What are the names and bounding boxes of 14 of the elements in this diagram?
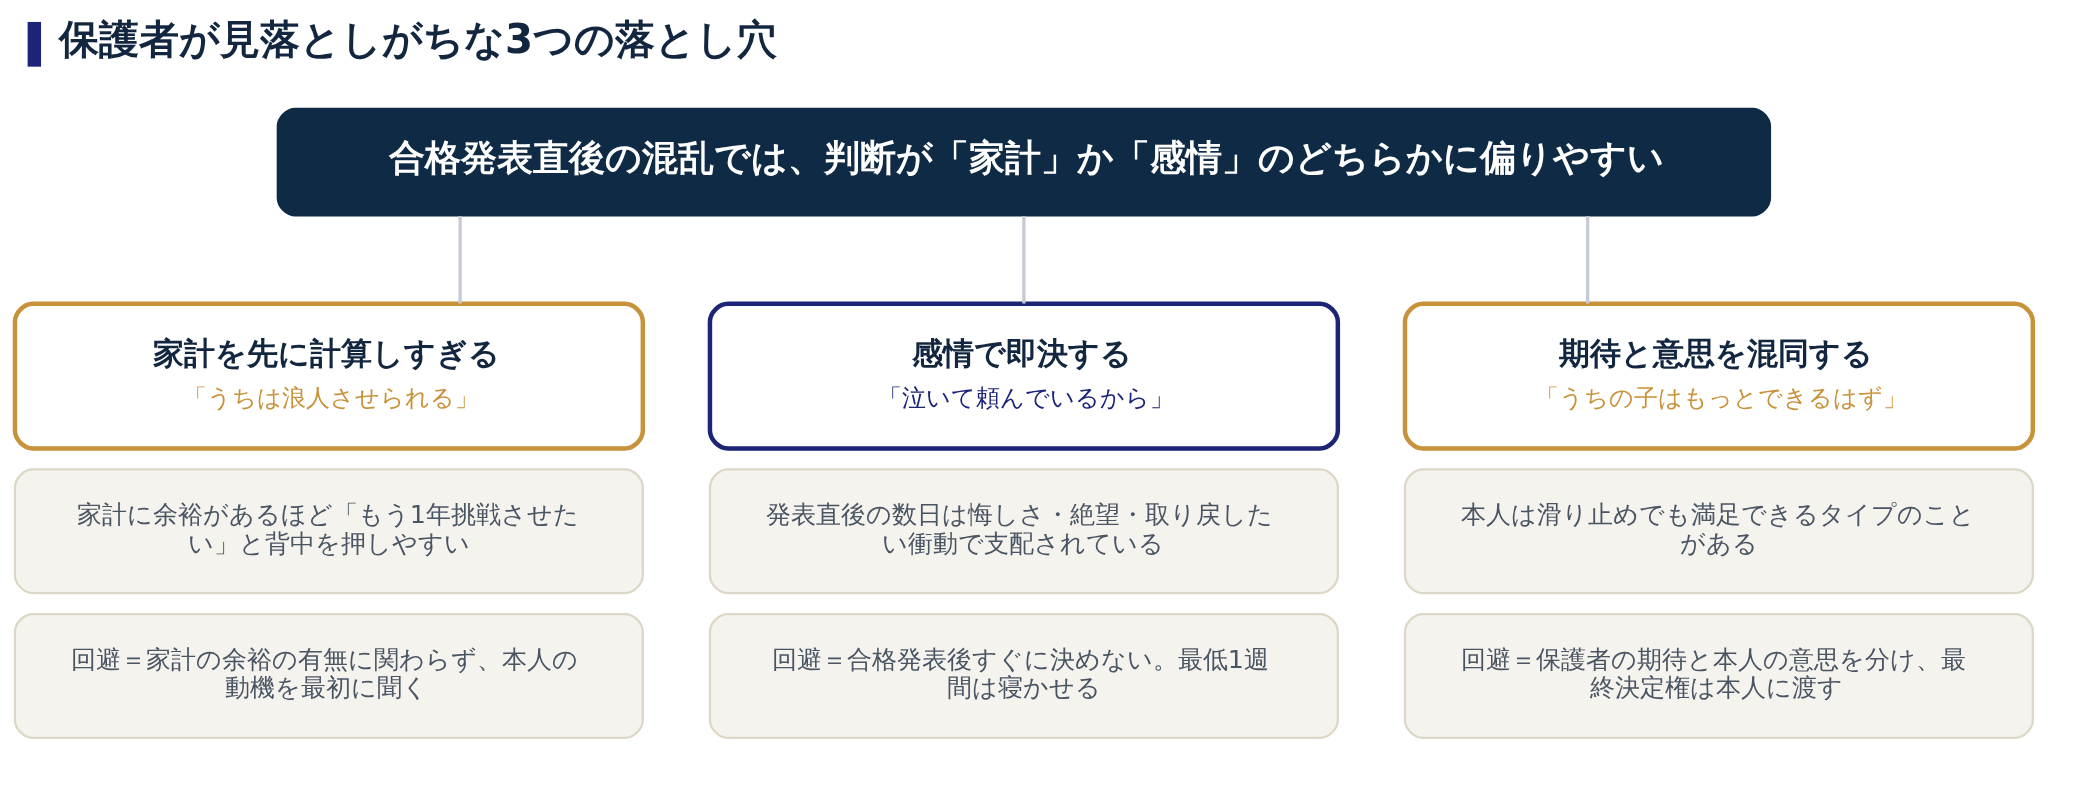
node-box: 感情で即決する 「泣いて頼んでいるから」 (707, 301, 1341, 451)
node-box: 回避＝保護者の期待と本人の意思を分け、最終決定権は本人に渡す (1403, 612, 2034, 739)
connector (1022, 216, 1026, 304)
diagram-title: 保護者が見落としがちな3つの落とし穴 (58, 15, 777, 62)
node-box: 回避＝合格発表後すぐに決めない。最低1週間は寝かせる (708, 612, 1339, 739)
node-box: 合格発表直後の混乱では、判断が「家計」か「感情」のどちらかに偏りやすい (276, 107, 1772, 217)
node-box: 回避＝家計の余裕の有無に関わらず、本人の動機を最初に聞く (13, 612, 644, 739)
node-box: 本人は滑り止めでも満足できるタイプのことがある (1403, 468, 2034, 595)
connector (1586, 216, 1590, 304)
node-box: 期待と意思を混同する 「うちの子はもっとできるはず」 (1402, 301, 2036, 451)
node-box: 家計に余裕があるほど「もう1年挑戦させたい」と背中を押しやすい (13, 468, 644, 595)
connector (458, 216, 462, 304)
node-box: 家計を先に計算しすぎる 「うちは浪人させられる」 (12, 301, 646, 451)
node-box: 発表直後の数日は悔しさ・絶望・取り戻したい衝動で支配されている (708, 468, 1339, 595)
